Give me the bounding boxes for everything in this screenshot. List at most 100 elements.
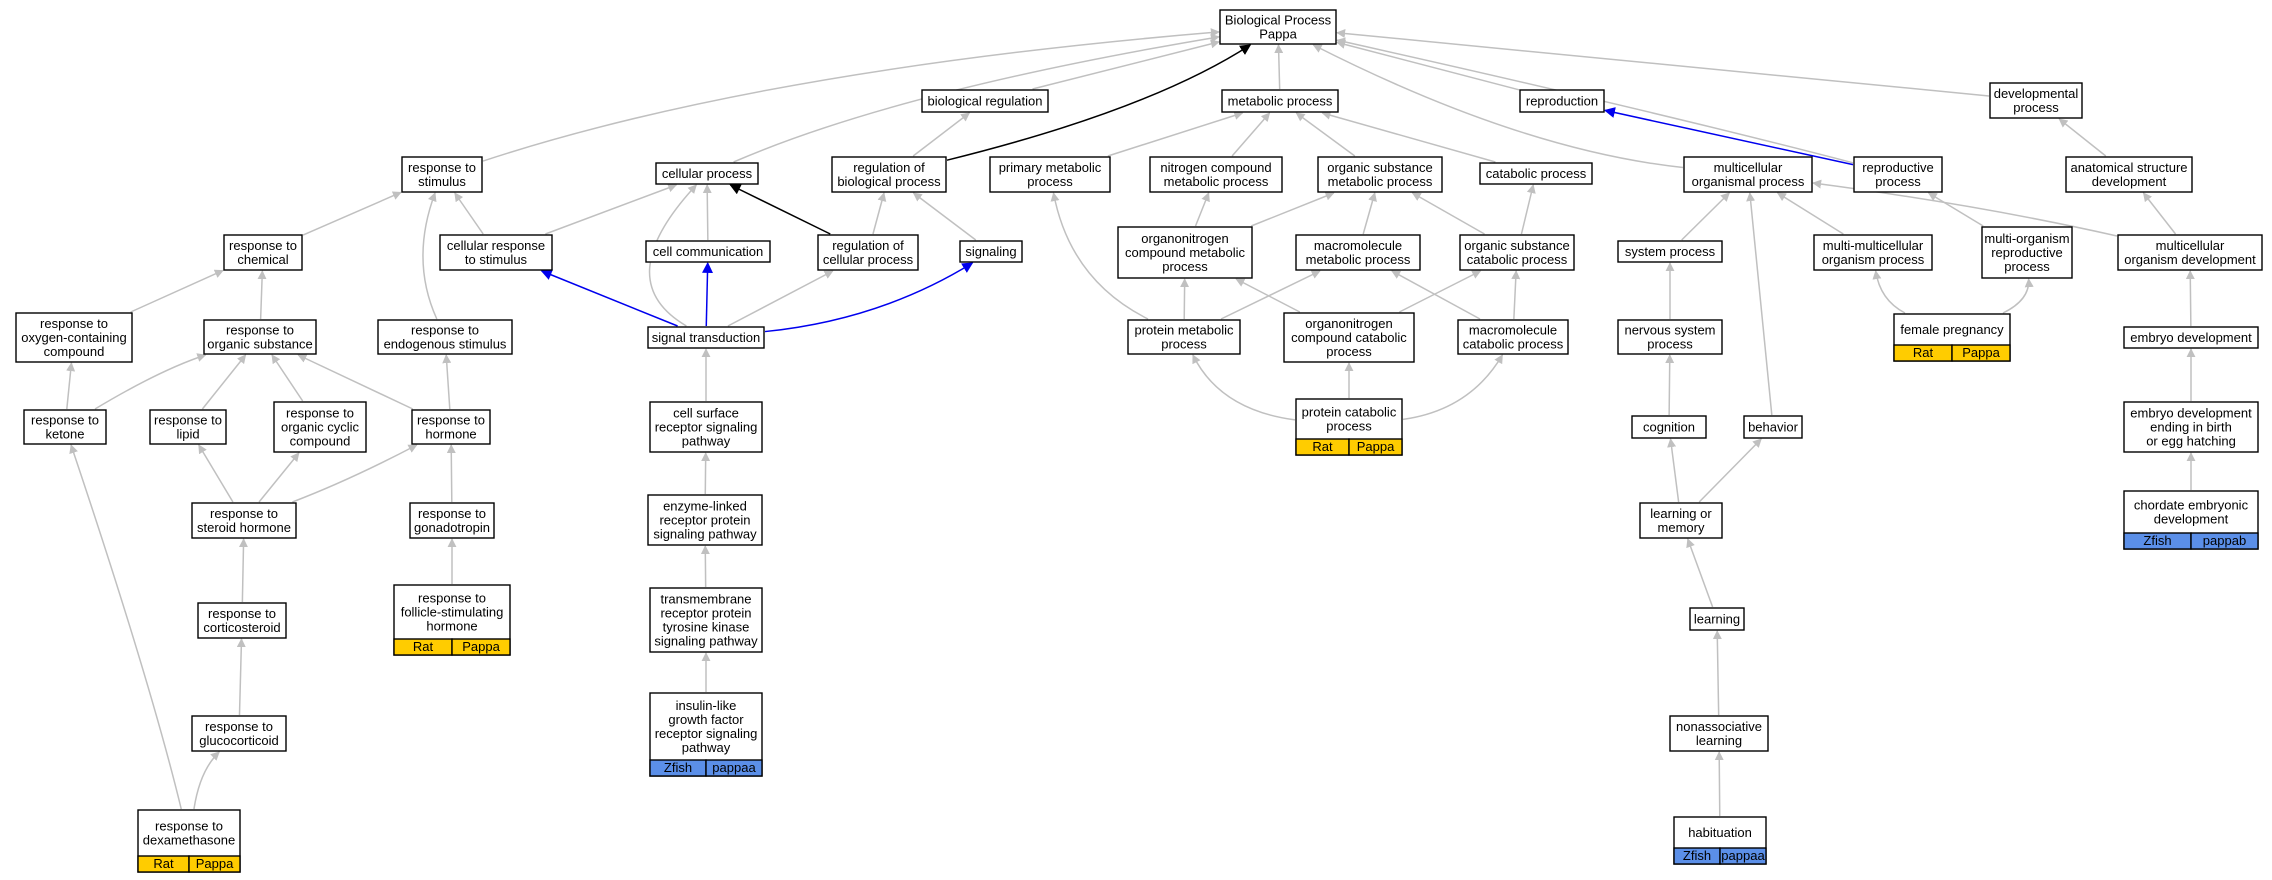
term-box	[1457, 319, 1569, 355]
term-label-line: follicle-stimulating	[401, 605, 504, 620]
go-term-cellproc[interactable]: cellular process	[655, 162, 759, 185]
term-label-line: metabolic process	[1306, 252, 1411, 267]
term-label-line: process	[1647, 337, 1693, 352]
edge-regcell-to-regbio	[872, 192, 887, 235]
term-box	[1743, 415, 1803, 439]
edge-cognition-to-nervsys	[1665, 354, 1675, 416]
go-term-sigtrans[interactable]: signal transduction	[647, 326, 765, 349]
term-label-line: female pregnancy	[1900, 322, 2004, 337]
edge-embdev-to-multidev	[2185, 270, 2195, 327]
term-label-line: process	[1162, 259, 1208, 274]
term-label-line: biological regulation	[928, 94, 1043, 109]
go-term-learning[interactable]: learning	[1689, 607, 1745, 631]
edge-protcat-to-macrocat	[1402, 354, 1504, 421]
go-term-respfsh[interactable]: response tofollicle-stimulatinghormoneRa…	[393, 584, 511, 656]
edge-protcat-to-protmet	[1192, 354, 1296, 421]
edge-sigtrans-to-signaling	[764, 262, 974, 333]
edge-orgsubcat-to-catab	[1520, 184, 1536, 235]
go-term-repro[interactable]: reproduction	[1519, 89, 1605, 113]
term-box	[1479, 162, 1593, 185]
term-label-line: enzyme-linked	[663, 499, 747, 514]
gene-tag-label: Pappa	[462, 639, 500, 654]
term-label-line: nervous system	[1624, 323, 1715, 338]
go-term-cellcomm[interactable]: cell communication	[645, 240, 771, 263]
term-label-line: macromolecule	[1314, 238, 1402, 253]
term-label-line: process	[2004, 259, 2050, 274]
edge-respchem-to-respstim	[302, 191, 402, 236]
term-box	[409, 502, 495, 539]
term-box	[1149, 156, 1283, 193]
go-term-signaling[interactable]: signaling	[959, 240, 1023, 263]
term-label-line: organism development	[2124, 252, 2256, 267]
term-label-line: compound	[44, 344, 105, 359]
edge-multiorg-to-bp	[1312, 44, 1684, 169]
gene-tag	[705, 759, 763, 777]
edge-respoxy-to-respchem	[130, 269, 224, 313]
term-label-line: nitrogen compound	[1160, 160, 1271, 175]
term-label-line: catabolic process	[1486, 166, 1587, 181]
edge-femalepreg-to-multimulti	[1872, 270, 1906, 314]
go-term-behavior[interactable]: behavior	[1743, 415, 1803, 439]
go-term-cognition[interactable]: cognition	[1631, 415, 1707, 439]
term-box	[2065, 156, 2193, 193]
term-box	[1519, 89, 1605, 113]
term-label-line: memory	[1658, 520, 1705, 535]
edge-femalepreg-to-multiorgrepro	[2002, 278, 2034, 314]
species-tag-label: Rat	[153, 856, 174, 871]
go-term-catab[interactable]: catabolic process	[1479, 162, 1593, 185]
go-term-embdev[interactable]: embryo development	[2123, 326, 2259, 349]
go-term-bioreg[interactable]: biological regulation	[921, 89, 1049, 113]
term-label-line: receptor protein	[659, 513, 750, 528]
go-term-sysproc[interactable]: system process	[1617, 240, 1723, 263]
term-label-line: process	[1326, 419, 1372, 434]
go-term-metab[interactable]: metabolic process	[1221, 89, 1339, 113]
term-label-line: response to	[229, 238, 297, 253]
